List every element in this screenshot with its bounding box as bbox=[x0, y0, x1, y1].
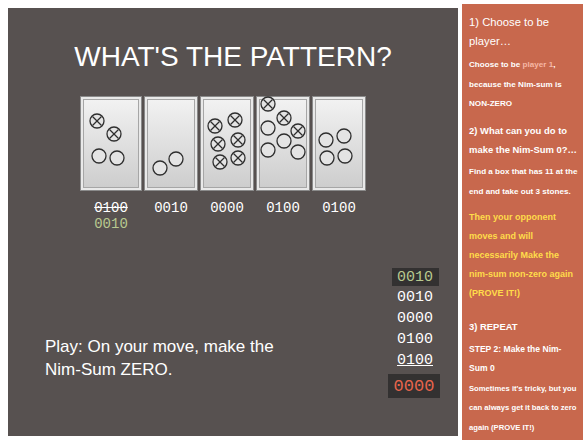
binary-number: 0100 bbox=[303, 200, 375, 216]
stone bbox=[338, 149, 352, 163]
nim-sum-row: 0000 bbox=[380, 309, 450, 329]
stone-box: 0100 bbox=[257, 97, 309, 190]
note-text: Then your opponent moves and will necess… bbox=[469, 212, 573, 299]
binary-number: 0100 bbox=[247, 200, 319, 216]
stone bbox=[169, 152, 183, 166]
stone bbox=[320, 151, 334, 165]
stone bbox=[153, 161, 167, 175]
binary-stack: 01000010 bbox=[71, 200, 151, 232]
stone-crossed bbox=[277, 111, 291, 125]
note-text: STEP 2: Make the Nim-Sum 0 bbox=[469, 344, 561, 373]
stone-crossed bbox=[211, 137, 225, 151]
step-heading: 2) What can you do to make the Nim-Sum 0… bbox=[469, 125, 577, 155]
stone bbox=[319, 133, 333, 147]
stone bbox=[92, 149, 106, 163]
step-heading: 1) Choose to be player… bbox=[469, 16, 549, 47]
note-block: Then your opponent moves and will necess… bbox=[469, 205, 579, 301]
binary-stack: 0010 bbox=[135, 200, 207, 216]
binary-stack: 0000 bbox=[191, 200, 263, 216]
note-text: Find a box that has 11 at the end and ta… bbox=[469, 167, 577, 195]
stone-crossed bbox=[228, 113, 242, 127]
stone-box: 01000010 bbox=[81, 97, 141, 190]
stone-crossed bbox=[231, 151, 245, 165]
notes-panel: 1) Choose to be player… Choose to beplaye… bbox=[462, 4, 583, 440]
binary-number: 0100 bbox=[71, 200, 151, 216]
nim-sum-value: 0010 bbox=[397, 269, 433, 286]
note-block: 3) REPEAT bbox=[469, 315, 579, 334]
note-block: STEP 2: Make the Nim-Sum 0 bbox=[469, 337, 579, 375]
note-block: 2) What can you do to make the Nim-Sum 0… bbox=[469, 119, 579, 157]
binary-number: 0000 bbox=[191, 200, 263, 216]
stone bbox=[261, 121, 275, 135]
stone-crossed bbox=[291, 124, 305, 138]
note-text: player 1 bbox=[523, 60, 554, 69]
stone-crossed bbox=[213, 155, 227, 169]
stone bbox=[110, 151, 124, 165]
stone-box: 0100 bbox=[313, 97, 365, 190]
slide-title: WHAT'S THE PATTERN? bbox=[8, 40, 458, 74]
note-block: Sometimes it's tricky, but you can alway… bbox=[469, 376, 579, 434]
instruction-text: Play: On your move, make the Nim-Sum ZER… bbox=[45, 336, 303, 382]
stone bbox=[337, 129, 351, 143]
stone bbox=[277, 134, 291, 148]
stone bbox=[261, 143, 275, 157]
stone-crossed bbox=[107, 127, 121, 141]
nim-sum-box: 0000 bbox=[388, 374, 440, 398]
note-block: Find a box that has 11 at the end and ta… bbox=[469, 159, 579, 197]
dark-panel bbox=[8, 8, 458, 436]
nim-sum-box: 0010 bbox=[392, 268, 439, 286]
stone-crossed bbox=[90, 114, 104, 128]
binary-stack: 0100 bbox=[303, 200, 375, 216]
stone-crossed bbox=[261, 97, 275, 111]
stone-crossed bbox=[208, 119, 222, 133]
nim-sum-row: 0100 bbox=[380, 330, 450, 350]
step-heading: 3) REPEAT bbox=[469, 321, 518, 332]
stone-box: 0010 bbox=[145, 97, 197, 190]
stone-box: 0000 bbox=[201, 97, 253, 190]
note-text: Choose to be bbox=[469, 60, 520, 69]
nim-sum-row: 0010 bbox=[380, 288, 450, 308]
note-text: Sometimes it's tricky, but you can alway… bbox=[469, 384, 576, 431]
binary-stack: 0100 bbox=[247, 200, 319, 216]
note-block: Choose to beplayer 1, because the Nim-su… bbox=[469, 52, 579, 110]
nim-sum-value: 0000 bbox=[394, 377, 435, 396]
note-block: 1) Choose to be player… bbox=[469, 11, 579, 49]
stone-crossed bbox=[231, 133, 245, 147]
nim-sum-row: 0100 bbox=[380, 351, 450, 371]
binary-number: 0010 bbox=[71, 216, 151, 232]
stone bbox=[291, 145, 305, 159]
binary-number: 0010 bbox=[135, 200, 207, 216]
